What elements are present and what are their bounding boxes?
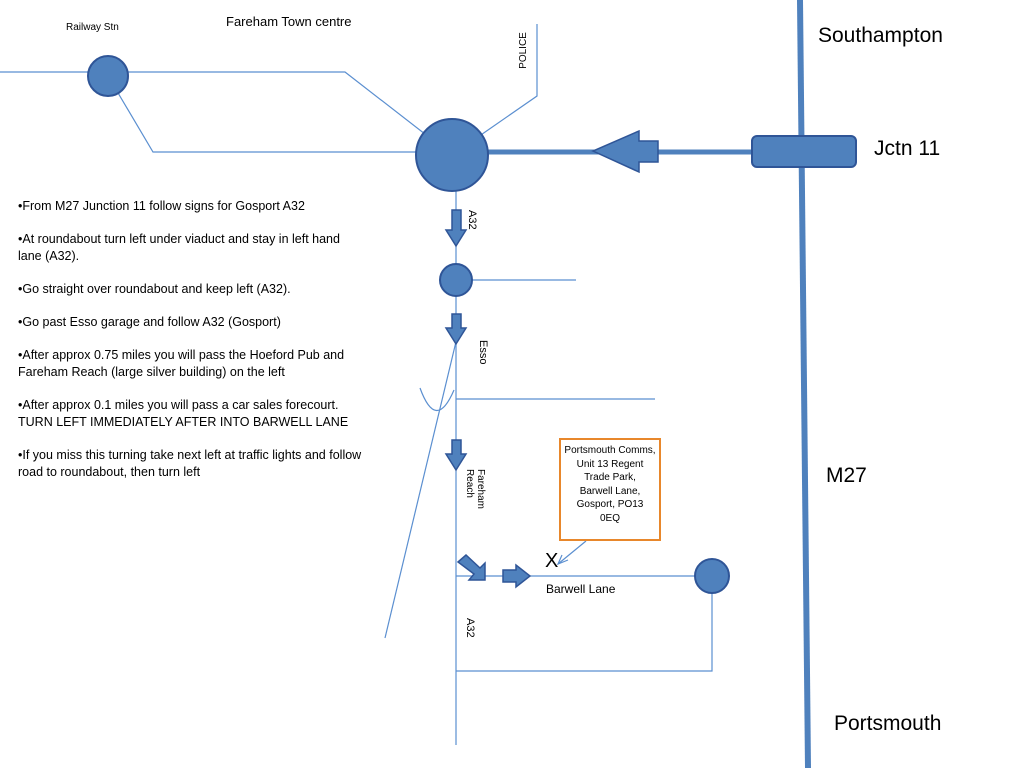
road-railway-to-roundabout — [0, 71, 453, 156]
address-line: 0EQ — [599, 512, 620, 524]
address-line: Unit 13 Regent — [576, 458, 644, 470]
address-line: Gosport, PO13 — [576, 499, 644, 510]
label-road-esso: Esso — [477, 340, 489, 365]
address-callout: Portsmouth Comms, Unit 13 Regent Trade P… — [559, 438, 661, 541]
direction-arrows — [444, 129, 659, 589]
road-viaduct-diagonal — [384, 324, 461, 639]
roundabout-railway — [87, 55, 129, 97]
junction-11-slip — [751, 135, 857, 168]
arrow-left-icon — [591, 129, 659, 174]
label-police: POLICE — [517, 32, 529, 69]
arrow-down-right-icon — [456, 553, 486, 581]
callout-pointer-head — [556, 554, 569, 566]
callout-pointer — [557, 540, 587, 565]
label-road-fareham-reach: Fareham Reach — [464, 469, 486, 510]
label-barwell-lane: Barwell Lane — [546, 582, 616, 596]
arrow-down-icon — [444, 209, 468, 248]
label-southampton: Southampton — [818, 24, 943, 47]
roundabouts — [87, 55, 730, 594]
direction-step: •From M27 Junction 11 follow signs for G… — [18, 199, 305, 213]
arrow-right-icon — [502, 563, 532, 589]
roundabout-town-centre — [415, 118, 489, 192]
destination-marker: X — [545, 550, 559, 572]
label-town-centre: Fareham Town centre — [226, 14, 352, 29]
m27-motorway — [797, 0, 811, 768]
direction-step: •Go straight over roundabout and keep le… — [18, 282, 291, 296]
direction-step: •Go past Esso garage and follow A32 (Gos… — [18, 315, 281, 329]
label-railway-stn: Railway Stn — [66, 22, 119, 33]
road-curve — [419, 387, 455, 411]
direction-step: •If you miss this turning take next left… — [18, 448, 362, 479]
arrow-down-icon — [444, 313, 468, 346]
label-portsmouth: Portsmouth — [834, 712, 942, 735]
arrow-down-icon — [444, 439, 468, 472]
address-line: Portsmouth Comms, — [564, 445, 656, 456]
label-m27: M27 — [826, 464, 867, 487]
label-road-a32-top: A32 — [466, 210, 478, 230]
direction-step: •At roundabout turn left under viaduct a… — [18, 232, 340, 263]
direction-step: •After approx 0.1 miles you will pass a … — [18, 398, 349, 429]
address-line: Barwell Lane, — [579, 485, 641, 497]
roundabout-a32 — [439, 263, 473, 297]
road-traffic-lights-loop — [456, 576, 713, 672]
road-station-link — [107, 75, 452, 153]
label-road-a32-bottom: A32 — [464, 618, 476, 638]
roundabout-barwell — [694, 558, 730, 594]
label-jctn-11: Jctn 11 — [874, 137, 941, 160]
direction-step: •After approx 0.75 miles you will pass t… — [18, 348, 345, 379]
directions-list: •From M27 Junction 11 follow signs for G… — [18, 198, 363, 497]
address-line: Trade Park, — [584, 472, 636, 483]
